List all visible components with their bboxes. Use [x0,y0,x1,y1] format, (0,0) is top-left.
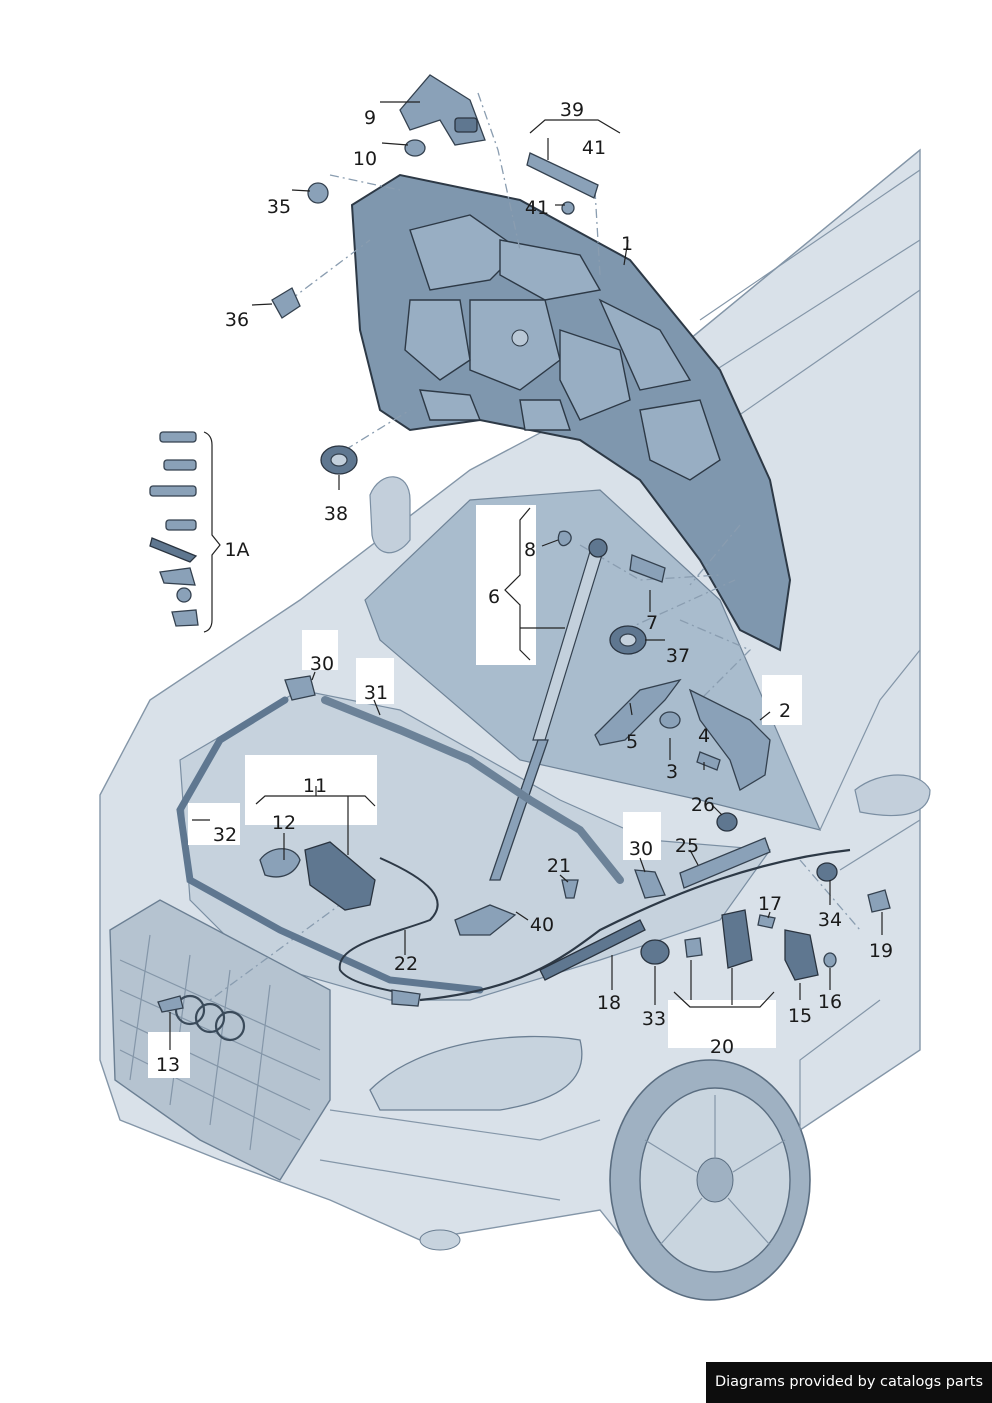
callout-32: 32 [213,824,237,846]
callout-11: 11 [303,775,327,797]
cable-guide-18 [539,919,646,981]
leader-lines [169,101,883,1050]
callout-36: 36 [225,309,249,331]
clip-19 [867,889,891,913]
seal-31 [321,696,624,884]
callout-33: 33 [642,1008,666,1030]
release-cable-18 [419,848,851,1002]
callout-13: 13 [156,1054,180,1076]
hood-panel [350,173,792,652]
callout-19: 19 [869,940,893,962]
callout-6: 6 [488,586,500,608]
label-plates [148,505,802,1078]
credit-banner: Diagrams provided by catalogs parts [706,1362,992,1403]
grommet-38 [320,445,358,475]
trim-25 [679,837,771,889]
callout-17: 17 [758,893,782,915]
callout-30b: 30 [629,838,653,860]
callout-41a: 41 [582,137,606,159]
clip-20a [684,937,703,958]
holder-20b [721,909,753,969]
plate-15 [784,929,819,981]
buffer-10 [404,139,426,157]
buffer-26 [716,812,738,832]
callout-38: 38 [324,503,348,525]
nut-3 [659,711,681,729]
hinge-lower-2 [688,688,771,791]
hood-latch-11 [259,841,376,911]
callout-1: 1 [621,233,633,255]
callout-7: 7 [646,612,658,634]
callout-25: 25 [675,835,699,857]
callout-labels: 9 10 35 36 38 39 41 41 1 1A 8 6 7 37 30 … [156,99,893,1076]
callout-4: 4 [698,725,710,747]
bush-34 [816,862,838,882]
bracket-30b [634,869,666,899]
callout-5: 5 [626,731,638,753]
callout-20: 20 [710,1036,734,1058]
grommet-37 [609,625,647,655]
callout-26: 26 [691,794,715,816]
hinge-bracket-5 [594,678,682,746]
callout-41b: 41 [525,197,549,219]
callout-34: 34 [818,909,842,931]
callout-18: 18 [597,992,621,1014]
sleeve-36 [271,287,301,319]
callout-40: 40 [530,914,554,936]
callout-37: 37 [666,645,690,667]
bolt-4 [696,751,721,771]
screw-17 [757,914,776,929]
callout-2: 2 [779,700,791,722]
gas-strut-6 [489,538,608,881]
callout-9: 9 [364,107,376,129]
seal-strip-39 [526,152,599,199]
callout-39: 39 [560,99,584,121]
callout-30a: 30 [310,653,334,675]
callout-15: 15 [788,1005,812,1027]
rubber-stop-35 [307,182,329,204]
clip-41 [561,201,575,215]
callout-31: 31 [364,682,388,704]
seal-32 [176,696,484,994]
callout-16: 16 [818,991,842,1013]
callout-1a: 1A [224,539,249,561]
callout-21: 21 [547,855,571,877]
fastener-set-1a [149,431,199,627]
callout-8: 8 [524,539,536,561]
clip-21 [561,879,579,899]
connector-40b [391,989,421,1007]
ball-stud-7 [629,554,666,583]
callout-22: 22 [394,953,418,975]
callout-10: 10 [353,148,377,170]
hood-hinge-top [399,74,486,146]
bracket-30a [284,675,316,701]
bolt-13 [157,995,184,1013]
release-cable-22 [338,857,439,996]
circlip-8 [557,530,572,547]
bracket-40 [454,904,517,936]
callout-35: 35 [267,196,291,218]
callout-3: 3 [666,761,678,783]
cap-16 [823,952,837,968]
callout-12: 12 [272,812,296,834]
cap-33 [640,939,670,965]
